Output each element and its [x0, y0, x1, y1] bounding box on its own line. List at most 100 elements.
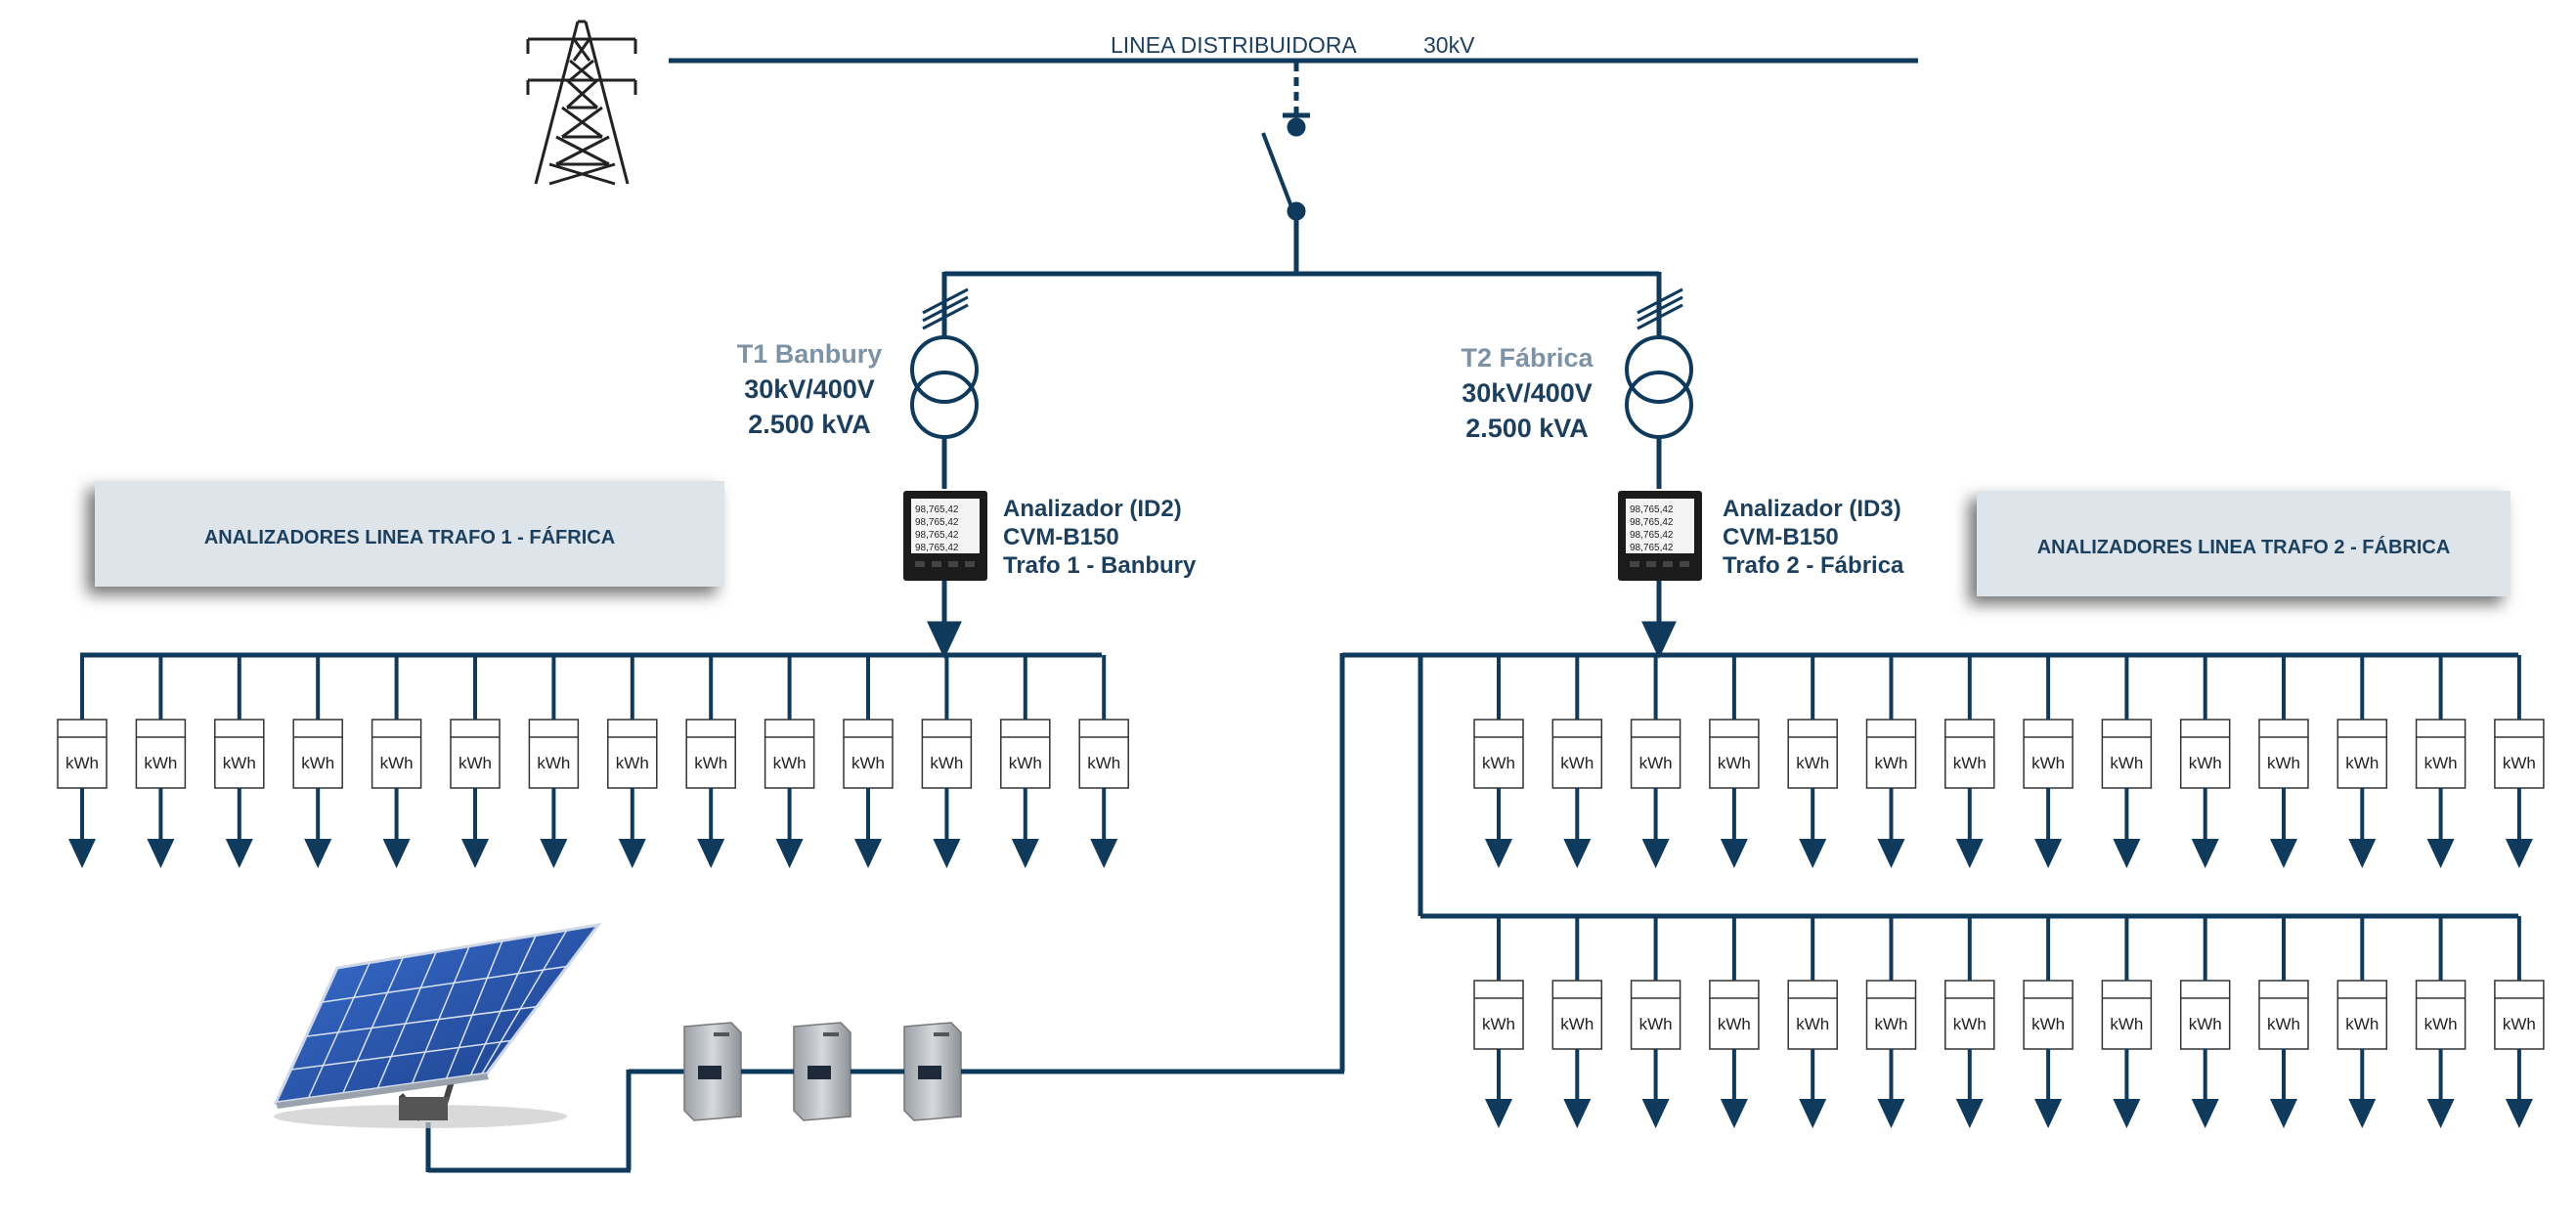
meter-box [2494, 719, 2545, 789]
meter-arrow [461, 839, 489, 868]
analyzer-device-id3: 98,765,42 98,765,42 98,765,42 98,765,42 [1618, 491, 1702, 581]
meter-label: kWh [2345, 754, 2379, 772]
analyzer-screen-value: 98,765,42 [915, 504, 959, 515]
analyzer-screen-value: 98,765,42 [915, 543, 959, 553]
meter-label: kWh [616, 754, 649, 772]
meter-arrow [225, 839, 253, 868]
solar-panel-icon [273, 922, 602, 1128]
meter-box [2179, 980, 2231, 1050]
meter-label: kWh [851, 754, 885, 772]
meter-box [135, 719, 187, 789]
analyzer1-line3: Trafo 1 - Banbury [1003, 552, 1197, 579]
analyzer-screen [1626, 499, 1694, 553]
meter-arrow [2505, 1099, 2533, 1128]
kwh-meter: kWh [1630, 916, 1681, 1128]
meter-label: kWh [2110, 754, 2143, 772]
inverter-display [698, 1066, 721, 1079]
kwh-meter: kWh [1551, 916, 1603, 1128]
meter-arrow [2426, 1099, 2455, 1128]
kwh-meter: kWh [1787, 655, 1838, 868]
meter-box [1551, 719, 1603, 789]
meter-box [1787, 980, 1838, 1050]
analyzer-screen-value: 98,765,42 [1630, 543, 1674, 553]
transformer-t2-symbol [1625, 335, 1693, 489]
meter-label: kWh [537, 754, 570, 772]
kwh-meter: kWh [843, 655, 894, 868]
kwh-meter: kWh [1944, 916, 1995, 1128]
meter-label: kWh [2031, 754, 2065, 772]
meter-label: kWh [1087, 754, 1120, 772]
meter-label: kWh [2031, 1015, 2065, 1033]
meter-label: kWh [1953, 1015, 1987, 1033]
meter-label: kWh [1482, 1015, 1515, 1033]
meter-box [1078, 719, 1129, 789]
meter-arrow [1799, 839, 1827, 868]
meter-label: kWh [2503, 754, 2536, 772]
banner-trafo1-label: ANALIZADORES LINEA TRAFO 1 - FÁFRICA [204, 526, 615, 548]
analyzer-screen-value: 98,765,42 [915, 517, 959, 528]
analyzer-key [965, 561, 975, 567]
kwh-meter: kWh [1944, 655, 1995, 868]
meter-label: kWh [1796, 1015, 1829, 1033]
meter-label: kWh [1009, 754, 1042, 772]
analyzer-screen-value: 98,765,42 [1630, 517, 1674, 528]
meter-box [1630, 980, 1681, 1050]
analyzer-screen-value: 98,765,42 [1630, 504, 1674, 515]
meter-label: kWh [2424, 754, 2458, 772]
meter-label: kWh [301, 754, 334, 772]
meter-label: kWh [1875, 1015, 1908, 1033]
banner-trafo2-label: ANALIZADORES LINEA TRAFO 2 - FÁBRICA [2037, 536, 2451, 558]
analyzer2-line2: CVM-B150 [1723, 524, 1839, 550]
meter-label: kWh [458, 754, 492, 772]
meter-label: kWh [2345, 1015, 2379, 1033]
pv-inverters [683, 1022, 980, 1121]
meter-box [607, 719, 658, 789]
meter-box [371, 719, 422, 789]
line-label: LINEA DISTRIBUIDORA [1111, 32, 1357, 58]
meter-arrow [2348, 839, 2377, 868]
banner-trafo2: ANALIZADORES LINEA TRAFO 2 - FÁBRICA [1977, 491, 2511, 596]
kwh-meter: kWh [2101, 916, 2153, 1128]
kwh-meter: kWh [2494, 916, 2545, 1128]
kwh-meter: kWh [2336, 916, 2388, 1128]
meter-label: kWh [1482, 754, 1515, 772]
kwh-meter: kWh [292, 655, 343, 868]
analyzer-screen [911, 499, 980, 553]
meter-arrow [1955, 839, 1984, 868]
meter-arrow [1877, 1099, 1905, 1128]
meter-label: kWh [1718, 754, 1751, 772]
meter-label: kWh [2189, 1015, 2222, 1033]
meter-arrow [1563, 839, 1592, 868]
meter-arrow [2113, 839, 2141, 868]
analyzer-outputs [927, 581, 1677, 659]
meter-arrow [382, 839, 411, 868]
analyzer2-line1: Analizador (ID3) [1723, 496, 1901, 522]
meter-label: kWh [1953, 754, 1987, 772]
meter-box [1473, 980, 1524, 1050]
kwh-meter: kWh [2258, 916, 2309, 1128]
meter-label: kWh [930, 754, 963, 772]
meter-box [528, 719, 580, 789]
meter-label: kWh [2503, 1015, 2536, 1033]
inverter-icon [793, 1022, 851, 1121]
meter-arrow [1563, 1099, 1592, 1128]
meter-box [685, 719, 736, 789]
meter-arrow [540, 839, 568, 868]
meter-box [1787, 719, 1838, 789]
meter-arrow [2191, 839, 2219, 868]
meter-arrow [1090, 839, 1118, 868]
meter-box [2415, 980, 2467, 1050]
meter-arrow [304, 839, 332, 868]
banner-trafo1: ANALIZADORES LINEA TRAFO 1 - FÁFRICA [95, 481, 724, 587]
analyzer-screen-value: 98,765,42 [1630, 530, 1674, 541]
transformer-feeders [922, 271, 1683, 337]
kwh-meter: kWh [1709, 655, 1760, 868]
kwh-meter: kWh [135, 655, 187, 868]
t1-ratio: 30kV/400V [744, 374, 875, 404]
kwh-meter: kWh [2258, 655, 2309, 868]
kwh-meter: kWh [1630, 655, 1681, 868]
kwh-meter: kWh [214, 655, 265, 868]
meter-box [2336, 719, 2388, 789]
meter-label: kWh [773, 754, 807, 772]
meter-arrow [1641, 1099, 1670, 1128]
